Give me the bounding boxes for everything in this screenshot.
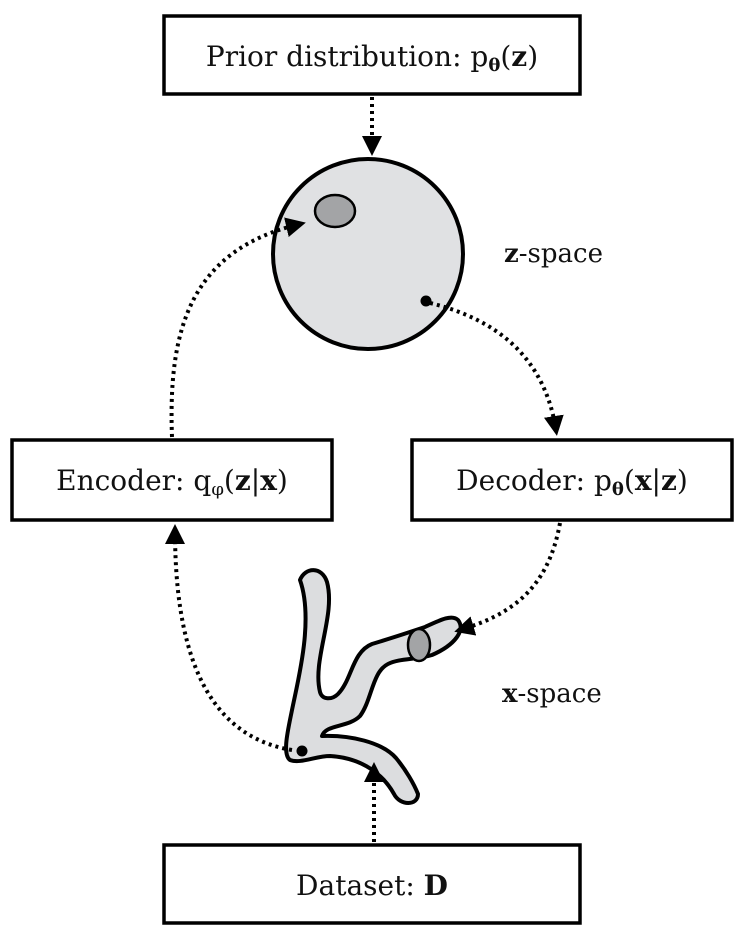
data-region-ellipse xyxy=(406,627,432,663)
decoder-box: Decoder: pθ(x|z) xyxy=(410,438,734,522)
z-space-label: z-space xyxy=(504,239,603,269)
latent-sample-dot xyxy=(420,295,432,307)
latent-to-decoder-arrow xyxy=(429,301,564,436)
latent-space xyxy=(271,157,465,351)
encoder-box: Encoder: qφ(z|x) xyxy=(10,438,334,522)
dataset-box: Dataset: D xyxy=(162,843,582,925)
data-sample-dot xyxy=(296,745,308,757)
data-to-encoder-arrow xyxy=(165,524,293,752)
decoder-to-data-arrow xyxy=(454,522,562,636)
x-space-label: x-space xyxy=(502,679,602,709)
data-manifold xyxy=(284,568,463,805)
prior-distribution-box: Prior distribution: pθ(z) xyxy=(162,14,582,96)
prior-distribution-label: Prior distribution: pθ(z) xyxy=(206,40,538,76)
data-manifold-shape xyxy=(284,568,463,805)
latent-region-ellipse xyxy=(313,193,357,229)
encoder-label: Encoder: qφ(z|x) xyxy=(56,464,288,500)
decoder-label: Decoder: pθ(x|z) xyxy=(456,464,688,500)
latent-space-circle xyxy=(271,157,465,351)
dataset-label: Dataset: D xyxy=(296,869,448,902)
